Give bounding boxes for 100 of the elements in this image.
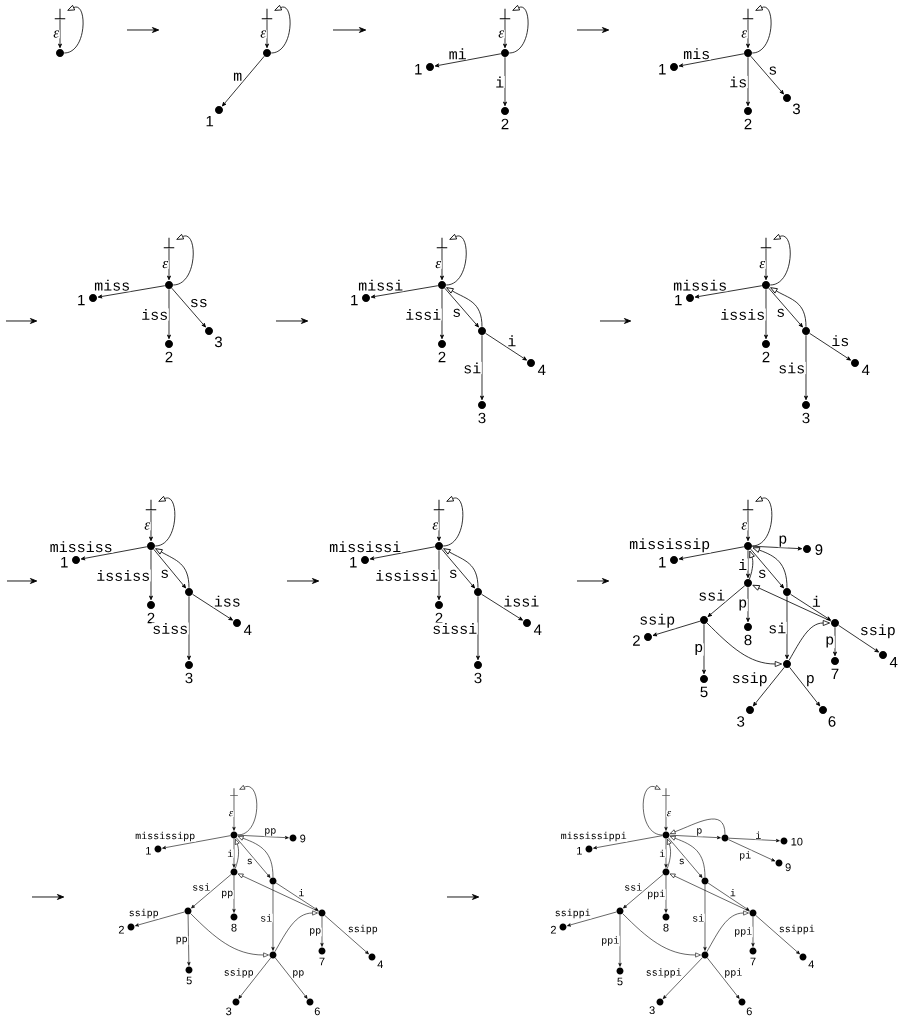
- curved-arrow: [237, 873, 319, 912]
- arrow: [271, 884, 275, 951]
- leaf-number: 8: [744, 634, 752, 646]
- curved-arrow: [669, 873, 750, 912]
- leaf-number: 4: [377, 960, 383, 969]
- edge-label: p: [695, 827, 703, 837]
- arrow: [440, 248, 444, 281]
- curved-arrow: [237, 785, 258, 836]
- edge-label: ε: [228, 810, 234, 817]
- edge-label: ississ: [95, 569, 151, 582]
- arrow: [664, 875, 668, 913]
- edge-label: ssi: [697, 589, 726, 602]
- edge-label: issi: [404, 308, 442, 321]
- leaf-number: 1: [659, 557, 666, 568]
- bottom-symbol: ⊥: [230, 788, 238, 796]
- arrow: [764, 248, 768, 281]
- edge-label: ε: [740, 521, 748, 531]
- leaf-number: 2: [438, 351, 446, 363]
- arrow: [167, 248, 171, 281]
- arrow: [191, 874, 232, 909]
- leaf-number: 4: [808, 960, 814, 969]
- edge-label: siss: [151, 622, 189, 635]
- edge-label: missi: [357, 279, 404, 292]
- curved-arrow: [63, 4, 84, 54]
- edge-label: ssipp: [223, 967, 255, 979]
- arrow: [678, 53, 745, 68]
- edge-label: ss: [189, 298, 209, 308]
- leaf-number: 3: [185, 672, 193, 684]
- arrow: [238, 957, 271, 999]
- edge-label: p: [824, 635, 835, 649]
- leaf-number: 1: [659, 64, 666, 75]
- leaf-number: 4: [243, 624, 252, 636]
- leaf-number: 4: [533, 624, 542, 635]
- edge-label: pp: [291, 969, 305, 979]
- edge-label: i: [226, 849, 234, 858]
- arrow: [275, 957, 308, 999]
- arrow: [567, 911, 617, 927]
- curved-arrow: [669, 818, 726, 835]
- edge-label: ε: [259, 29, 267, 39]
- leaf-number: 3: [226, 1007, 232, 1016]
- edge-label: sis: [777, 361, 806, 375]
- arrow: [789, 666, 821, 707]
- edge-label: pp: [220, 890, 234, 899]
- arrow: [707, 585, 746, 617]
- edge-label: si: [767, 621, 787, 635]
- edge-label: missis: [672, 279, 728, 292]
- edge-label: ε: [161, 260, 169, 269]
- arrow: [437, 510, 441, 542]
- edge-label: i: [297, 888, 305, 897]
- leaf-number: 3: [214, 336, 222, 348]
- edge-label: s: [448, 569, 459, 579]
- leaf-number: 2: [633, 635, 640, 646]
- bottom-symbol: ⊥: [433, 499, 445, 511]
- curved-arrow: [270, 4, 291, 54]
- edge-label: ε: [143, 521, 151, 531]
- arrow: [764, 288, 768, 340]
- edge-label: ε: [497, 29, 505, 39]
- edge-label: i: [729, 888, 737, 897]
- arrow: [702, 623, 706, 675]
- curved-arrow: [751, 4, 772, 54]
- edge-label: ppi: [723, 967, 743, 979]
- leaf-number: 4: [889, 657, 898, 668]
- leaf-number: 4: [537, 364, 546, 376]
- leaf-number: 3: [474, 672, 482, 684]
- edge-label: s: [767, 65, 778, 76]
- edge-label: pp: [308, 927, 322, 937]
- leaf-number: 6: [828, 716, 836, 727]
- bottom-symbol: ⊥: [436, 237, 448, 249]
- edge-label: ε: [666, 810, 672, 817]
- leaf-number: 1: [675, 294, 682, 306]
- edge-label: is: [728, 75, 748, 89]
- leaf-number: 3: [649, 1006, 655, 1015]
- edge-label: pp: [263, 827, 277, 837]
- arrow: [324, 915, 369, 955]
- edge-label: i: [737, 558, 748, 571]
- arrow: [503, 19, 507, 49]
- edge-label: mississip: [628, 537, 711, 553]
- arrow: [187, 595, 191, 661]
- arrow: [187, 914, 191, 966]
- leaf-number: 5: [186, 976, 192, 985]
- curved-arrow: [769, 233, 791, 286]
- arrow: [746, 19, 750, 49]
- curved-arrow: [445, 233, 467, 286]
- arrow: [192, 593, 233, 621]
- arrow: [746, 586, 750, 623]
- leaf-number: 1: [146, 847, 151, 855]
- leaf-number: 2: [744, 118, 752, 130]
- edge-label: p: [737, 598, 748, 612]
- leaf-number: 1: [415, 64, 422, 75]
- edge-label: s: [451, 308, 462, 318]
- edge-label: si: [691, 913, 705, 923]
- leaf-number: 3: [802, 412, 810, 424]
- arrow: [752, 666, 785, 707]
- edge-label: s: [757, 569, 768, 579]
- curved-arrow: [154, 495, 176, 547]
- edge-label: iss: [213, 595, 242, 608]
- leaf-number: 1: [350, 557, 357, 568]
- leaf-number: 1: [577, 847, 582, 855]
- leaf-number: 9: [815, 544, 823, 555]
- edge-label: ssippi: [778, 924, 816, 935]
